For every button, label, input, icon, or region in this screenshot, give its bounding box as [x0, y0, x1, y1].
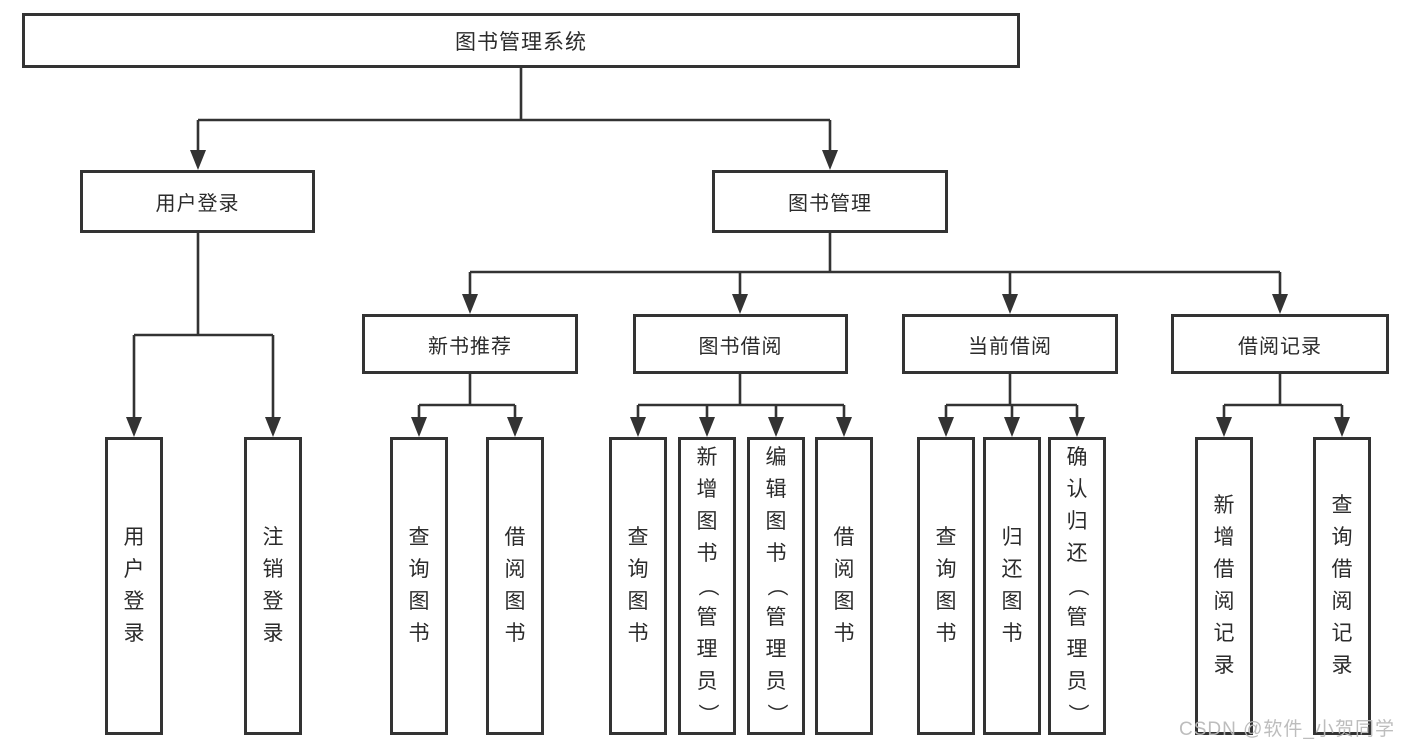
leaf-borrow-borrow-book-label: 借阅图书: [833, 526, 855, 645]
leaf-borrow-query-book: 查询图书: [609, 437, 667, 735]
node-root-label: 图书管理系统: [455, 30, 587, 54]
leaf-borrow-edit-book-label: 编辑图书（管理员）: [765, 446, 788, 725]
node-new-book-recommend: 新书推荐: [362, 314, 578, 374]
leaf-record-add-record: 新增借阅记录: [1195, 437, 1253, 735]
watermark: CSDN @软件_小贺同学: [1179, 719, 1395, 740]
node-book-borrow-label: 图书借阅: [698, 335, 783, 358]
leaf-record-add-record-label: 新增借阅记录: [1213, 494, 1235, 677]
leaf-borrow-add-book-label: 新增图书（管理员）: [696, 446, 719, 725]
node-user-login: 用户登录: [80, 170, 315, 233]
node-book-management-label: 图书管理: [788, 193, 872, 215]
leaf-newbook-borrow-book: 借阅图书: [486, 437, 544, 735]
node-borrow-record: 借阅记录: [1171, 314, 1389, 374]
node-current-borrow-label: 当前借阅: [968, 335, 1052, 358]
leaf-logout-label: 注销登录: [262, 526, 284, 645]
leaf-record-query-record-label: 查询借阅记录: [1331, 494, 1353, 677]
leaf-borrow-query-book-label: 查询图书: [627, 526, 649, 645]
leaf-user-login-label: 用户登录: [123, 526, 145, 645]
leaf-newbook-borrow-book-label: 借阅图书: [504, 526, 526, 645]
connector-bookborrow-to-leaves: [630, 374, 852, 437]
node-root-system: 图书管理系统: [22, 13, 1020, 68]
leaf-current-query-book: 查询图书: [917, 437, 975, 735]
leaf-current-return-book-label: 归还图书: [1001, 526, 1023, 645]
connector-userlogin-to-leaves: [126, 233, 281, 437]
leaf-current-confirm-return-label: 确认归还（管理员）: [1066, 446, 1089, 725]
node-new-book-recommend-label: 新书推荐: [428, 335, 512, 358]
leaf-current-confirm-return: 确认归还（管理员）: [1048, 437, 1106, 735]
connector-currentborrow-to-leaves: [938, 374, 1085, 437]
leaf-borrow-edit-book: 编辑图书（管理员）: [747, 437, 805, 735]
leaf-current-return-book: 归还图书: [983, 437, 1041, 735]
connector-newbook-to-leaves: [411, 374, 523, 437]
leaf-borrow-add-book: 新增图书（管理员）: [678, 437, 736, 735]
leaf-borrow-borrow-book: 借阅图书: [815, 437, 873, 735]
connector-borrowrecord-to-leaves: [1216, 374, 1350, 437]
connector-root-to-level2: [190, 68, 838, 170]
leaf-user-login: 用户登录: [105, 437, 163, 735]
node-current-borrow: 当前借阅: [902, 314, 1118, 374]
leaf-record-query-record: 查询借阅记录: [1313, 437, 1371, 735]
leaf-newbook-query-book: 查询图书: [390, 437, 448, 735]
node-book-management: 图书管理: [712, 170, 948, 233]
leaf-newbook-query-book-label: 查询图书: [408, 526, 430, 645]
node-user-login-label: 用户登录: [155, 193, 240, 215]
leaf-current-query-book-label: 查询图书: [935, 526, 957, 645]
leaf-logout: 注销登录: [244, 437, 302, 735]
connector-bookmgmt-to-level3: [462, 233, 1288, 314]
node-book-borrow: 图书借阅: [633, 314, 848, 374]
node-borrow-record-label: 借阅记录: [1238, 335, 1322, 358]
